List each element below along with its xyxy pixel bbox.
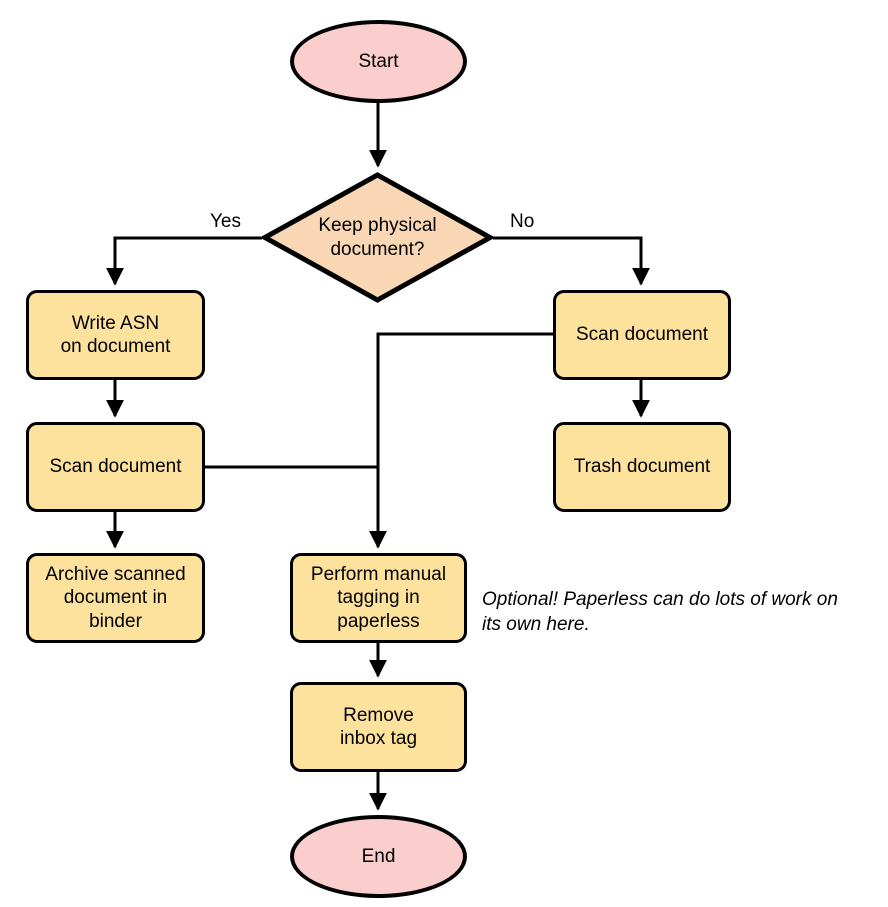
note-line1: Optional! Paperless can do lots of work …	[482, 589, 838, 610]
node-decision-keep-physical-document[interactable]: Keep physical document?	[262, 172, 493, 303]
node-perform-manual-tagging-in-paperless[interactable]: Perform manual tagging in paperless	[290, 553, 467, 643]
node-manual-tagging-label-line1: Perform manual	[310, 564, 447, 586]
node-archive-label-line2: document in	[63, 587, 168, 609]
node-decision-label-line1: Keep physical	[318, 215, 437, 237]
node-manual-tagging-label: Perform manual tagging in paperless	[311, 563, 446, 633]
node-end[interactable]: End	[290, 815, 467, 898]
node-decision-label-line2: document?	[330, 238, 425, 260]
diamond-shape	[262, 172, 493, 303]
node-scan-document-left[interactable]: Scan document	[26, 422, 205, 512]
node-archive-label: Archive scanned document in binder	[45, 563, 185, 633]
node-start-label: Start	[358, 50, 399, 72]
edge-label-yes: Yes	[210, 211, 241, 232]
node-write-asn-label-line2: on document	[60, 336, 171, 357]
node-scan-document-right-label: Scan document	[575, 324, 709, 346]
node-remove-inbox-tag[interactable]: Remove inbox tag	[290, 682, 467, 772]
node-manual-tagging-label-line2: tagging in	[337, 587, 420, 609]
node-remove-inbox-label-line2: inbox tag	[339, 728, 418, 749]
node-scan-document-right[interactable]: Scan document	[553, 290, 731, 380]
edge-decision-to-write-asn	[106, 236, 262, 286]
node-archive-label-line1: Archive scanned	[45, 564, 186, 586]
node-archive-label-line3: binder	[89, 610, 142, 632]
note-optional-paperless: Optional! Paperless can do lots of work …	[482, 588, 882, 637]
node-decision-label: Keep physical document?	[262, 214, 493, 260]
node-trash-document-label: Trash document	[573, 456, 711, 478]
note-line2: its own here.	[482, 613, 590, 635]
edge-scan-right-to-manual-tagging	[369, 332, 553, 549]
node-manual-tagging-label-line3: paperless	[337, 610, 420, 632]
node-trash-document[interactable]: Trash document	[553, 422, 731, 512]
edge-decision-to-scan-right	[493, 236, 650, 286]
node-write-asn-label: Write ASN on document	[61, 312, 171, 358]
edge-label-no: No	[510, 211, 535, 232]
node-write-asn-on-document[interactable]: Write ASN on document	[26, 290, 205, 380]
node-end-label: End	[361, 845, 396, 867]
node-remove-inbox-label-line1: Remove	[343, 704, 414, 726]
node-remove-inbox-label: Remove inbox tag	[340, 704, 417, 750]
node-start[interactable]: Start	[290, 20, 467, 103]
node-scan-document-left-label: Scan document	[49, 456, 182, 478]
node-archive-scanned-document-in-binder[interactable]: Archive scanned document in binder	[26, 553, 205, 643]
node-write-asn-label-line1: Write ASN	[71, 312, 160, 334]
